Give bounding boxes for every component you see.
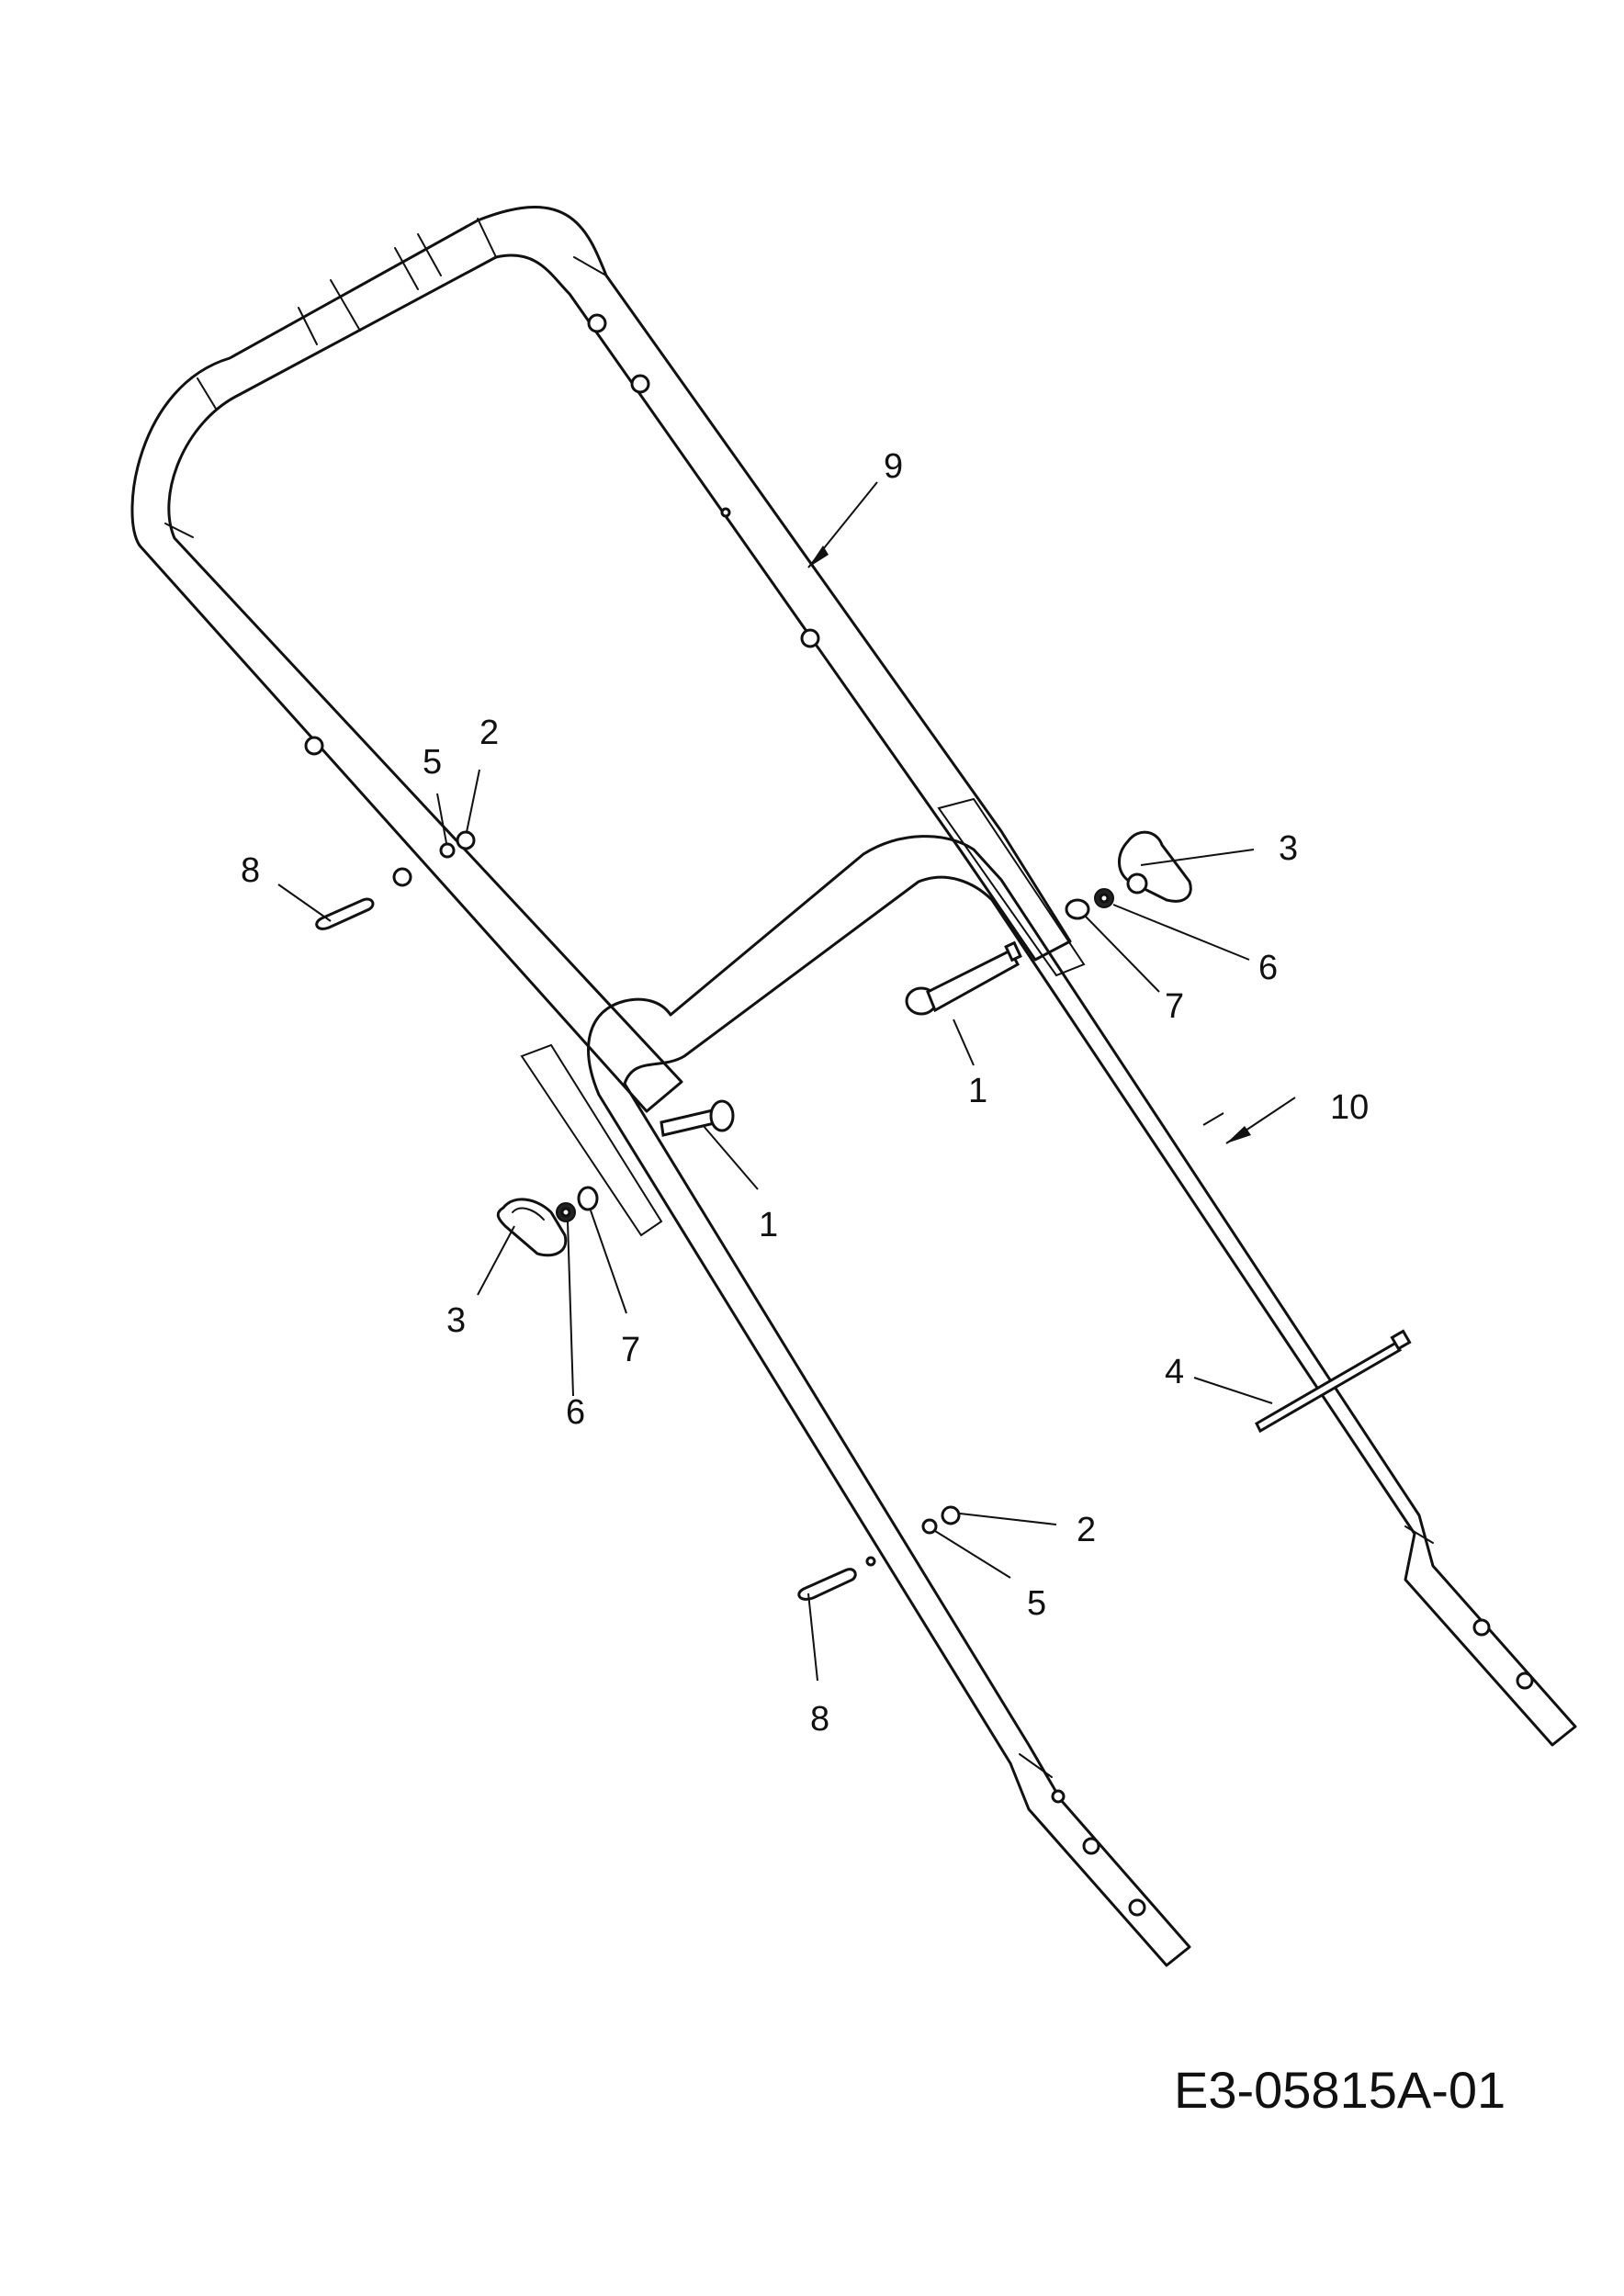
label-part-6-right: 6 (1258, 949, 1278, 987)
knob-part-3-left (496, 1198, 568, 1257)
label-part-7-right: 7 (1165, 987, 1184, 1026)
cable-tie-part-4 (1255, 1329, 1412, 1434)
label-part-1-upper: 1 (968, 1072, 987, 1110)
bolt-part-1-lower (660, 1099, 735, 1137)
label-part-3-right: 3 (1279, 829, 1298, 868)
label-part-2-upper: 2 (479, 714, 499, 752)
label-part-5-upper: 5 (423, 743, 442, 782)
nut-part-2-upper (456, 830, 476, 850)
flat-washer-part-7-left (577, 1186, 599, 1211)
label-part-5-lower: 5 (1027, 1584, 1046, 1623)
flat-washer-part-7-right (1065, 898, 1090, 920)
label-part-8-upper: 8 (241, 851, 260, 890)
cable-clip-part-8-lower (797, 1568, 857, 1601)
washer-part-5-upper (439, 842, 456, 859)
knob-part-3-right (1118, 830, 1192, 903)
label-part-7-left: 7 (621, 1331, 640, 1369)
label-part-9: 9 (884, 447, 903, 486)
leader-lines (277, 481, 1296, 1682)
label-part-4: 4 (1165, 1353, 1184, 1391)
washer-part-5-lower (921, 1518, 938, 1535)
nut-part-2-lower (941, 1505, 961, 1525)
label-part-1-lower: 1 (759, 1206, 778, 1244)
label-part-6-left: 6 (566, 1393, 585, 1432)
label-part-3-left: 3 (446, 1301, 466, 1340)
upper-handle-part-9 (130, 205, 1086, 1237)
label-part-10: 10 (1330, 1088, 1369, 1127)
drawing-code: E3-05815A-01 (1174, 2061, 1506, 2119)
lower-handle-part-10 (587, 835, 1577, 1967)
cable-clip-part-8-upper (315, 897, 375, 930)
label-part-2-lower: 2 (1077, 1511, 1096, 1549)
bolt-part-1-upper (905, 940, 1022, 1016)
label-part-8-lower: 8 (810, 1700, 829, 1739)
